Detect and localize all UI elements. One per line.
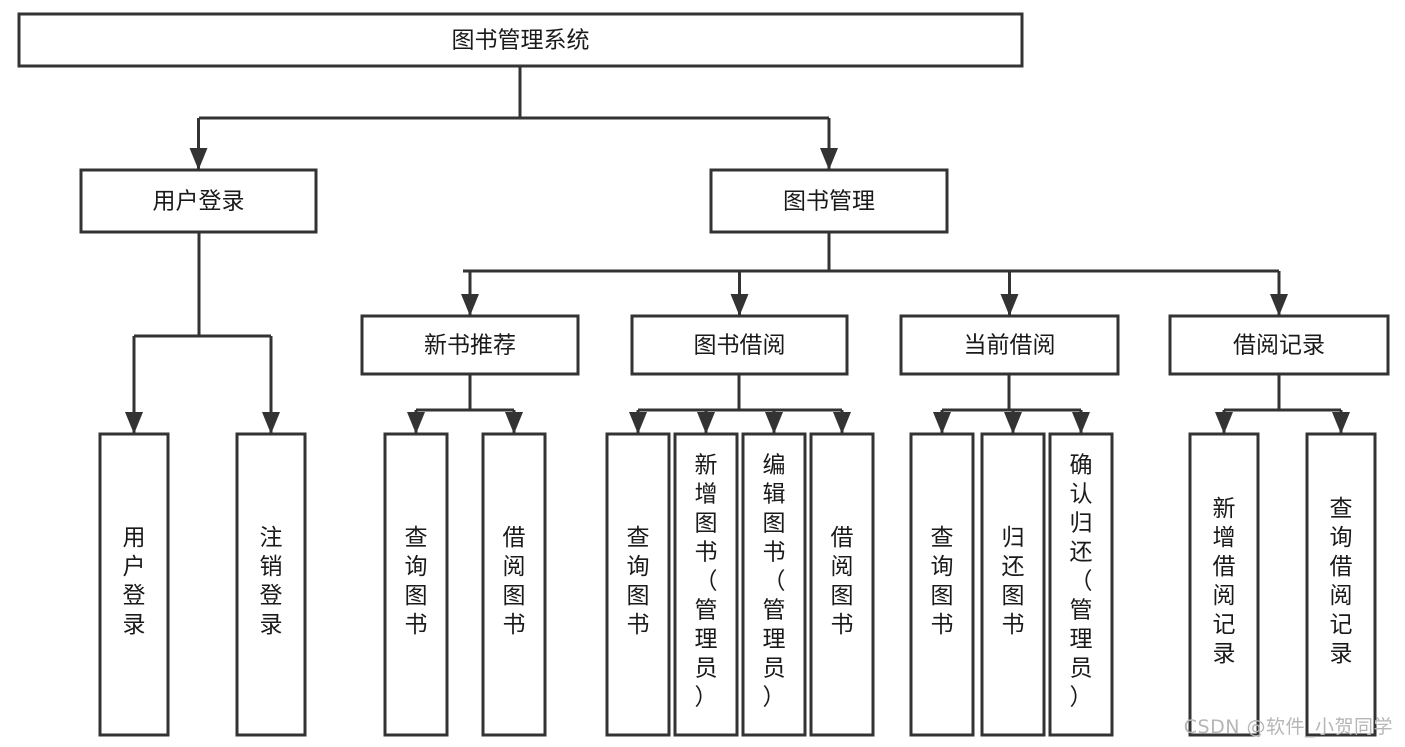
leaf-node-2-box[interactable] xyxy=(383,432,449,737)
level3-node-0-label: 新书推荐 xyxy=(424,333,516,359)
leaf-node-2[interactable]: 查询图书 xyxy=(383,432,449,737)
nodes-layer: 图书管理系统用户登录图书管理新书推荐图书借阅当前借阅借阅记录用户登录注销登录查询… xyxy=(17,12,1390,737)
leaf-node-5-box[interactable] xyxy=(673,432,739,737)
leaf-node-10-box[interactable] xyxy=(1048,432,1114,737)
leaf-新书推荐-arrow-icon-0 xyxy=(407,412,425,434)
level3-node-3-label: 借阅记录 xyxy=(1233,333,1325,359)
level2-node-0-box[interactable] xyxy=(79,168,318,234)
leaf-node-10-label: 确认归还（管理员） xyxy=(1070,453,1093,711)
level3-node-2-box[interactable] xyxy=(899,314,1120,376)
leaf-node-1[interactable]: 注销登录 xyxy=(235,432,307,737)
level3-node-1-label: 图书借阅 xyxy=(694,333,786,359)
level3-node-0-box[interactable] xyxy=(360,314,580,376)
leaf-node-9-box[interactable] xyxy=(980,432,1046,737)
level2-node-0-label: 用户登录 xyxy=(153,189,245,215)
book-manage-arrow-icon-0 xyxy=(461,294,479,316)
leaf-node-6[interactable]: 编辑图书（管理员） xyxy=(741,432,807,737)
level3-node-3-box[interactable] xyxy=(1168,314,1390,376)
leaf-node-0[interactable]: 用户登录 xyxy=(98,432,170,737)
level2-node-1-box[interactable] xyxy=(709,168,949,234)
leaf-node-8-box[interactable] xyxy=(909,432,975,737)
level3-node-1[interactable]: 图书借阅 xyxy=(630,314,849,376)
leaf-node-3-label: 借阅图书 xyxy=(503,525,526,638)
leaf-node-0-box[interactable] xyxy=(98,432,170,737)
leaf-node-12-box[interactable] xyxy=(1305,432,1377,737)
leaf-用户登录-arrow-icon-1 xyxy=(262,412,280,434)
leaf-node-1-box[interactable] xyxy=(235,432,307,737)
leaf-用户登录-arrow-icon-0 xyxy=(125,412,143,434)
leaf-图书借阅-arrow-icon-3 xyxy=(833,412,851,434)
leaf-当前借阅-arrow-icon-1 xyxy=(1004,412,1022,434)
leaf-node-3-box[interactable] xyxy=(481,432,547,737)
leaf-node-7[interactable]: 借阅图书 xyxy=(809,432,875,737)
leaf-当前借阅-arrow-icon-0 xyxy=(933,412,951,434)
leaf-node-3[interactable]: 借阅图书 xyxy=(481,432,547,737)
leaf-node-4-box[interactable] xyxy=(605,432,671,737)
root-node-label: 图书管理系统 xyxy=(452,28,590,54)
leaf-node-1-label: 注销登录 xyxy=(260,525,283,638)
leaf-node-6-label: 编辑图书（管理员） xyxy=(763,453,786,711)
leaf-node-9[interactable]: 归还图书 xyxy=(980,432,1046,737)
level3-node-1-box[interactable] xyxy=(630,314,849,376)
root-node[interactable]: 图书管理系统 xyxy=(17,12,1024,68)
leaf-图书借阅-arrow-icon-2 xyxy=(765,412,783,434)
leaf-node-6-box[interactable] xyxy=(741,432,807,737)
level2-node-1[interactable]: 图书管理 xyxy=(709,168,949,234)
root-node-box[interactable] xyxy=(17,12,1024,68)
book-manage-arrow-icon-2 xyxy=(1000,294,1019,316)
level3-node-2-label: 当前借阅 xyxy=(964,333,1056,359)
level3-node-0[interactable]: 新书推荐 xyxy=(360,314,580,376)
level3-node-3[interactable]: 借阅记录 xyxy=(1168,314,1390,376)
leaf-node-11-box[interactable] xyxy=(1188,432,1260,737)
leaf-node-7-label: 借阅图书 xyxy=(831,525,854,638)
connectors-layer xyxy=(125,66,1350,434)
leaf-node-11-label: 新增借阅记录 xyxy=(1213,496,1236,667)
level2-node-1-label: 图书管理 xyxy=(783,189,875,215)
leaf-node-10[interactable]: 确认归还（管理员） xyxy=(1048,432,1114,737)
leaf-图书借阅-arrow-icon-0 xyxy=(629,412,647,434)
leaf-图书借阅-arrow-icon-1 xyxy=(697,412,715,434)
leaf-node-8[interactable]: 查询图书 xyxy=(909,432,975,737)
leaf-node-5[interactable]: 新增图书（管理员） xyxy=(673,432,739,737)
leaf-node-4[interactable]: 查询图书 xyxy=(605,432,671,737)
csdn-watermark: CSDN @软件_小贺同学 xyxy=(1183,716,1393,738)
leaf-node-11[interactable]: 新增借阅记录 xyxy=(1188,432,1260,737)
root-arrow-icon-1 xyxy=(820,148,838,170)
leaf-借阅记录-arrow-icon-1 xyxy=(1332,412,1350,434)
leaf-新书推荐-arrow-icon-1 xyxy=(505,412,523,434)
leaf-node-12[interactable]: 查询借阅记录 xyxy=(1305,432,1377,737)
leaf-node-12-label: 查询借阅记录 xyxy=(1330,496,1353,667)
leaf-node-8-label: 查询图书 xyxy=(931,525,954,638)
leaf-node-7-box[interactable] xyxy=(809,432,875,737)
level2-node-0[interactable]: 用户登录 xyxy=(79,168,318,234)
book-manage-arrow-icon-1 xyxy=(730,294,749,316)
leaf-node-2-label: 查询图书 xyxy=(405,525,428,638)
level3-node-2[interactable]: 当前借阅 xyxy=(899,314,1120,376)
book-manage-arrow-icon-3 xyxy=(1270,294,1288,316)
leaf-node-9-label: 归还图书 xyxy=(1002,525,1025,638)
leaf-当前借阅-arrow-icon-2 xyxy=(1072,412,1090,434)
leaf-node-0-label: 用户登录 xyxy=(123,525,146,638)
leaf-node-4-label: 查询图书 xyxy=(627,525,650,638)
root-arrow-icon-0 xyxy=(189,148,208,170)
leaf-node-5-label: 新增图书（管理员） xyxy=(695,453,718,711)
leaf-借阅记录-arrow-icon-0 xyxy=(1215,412,1233,434)
